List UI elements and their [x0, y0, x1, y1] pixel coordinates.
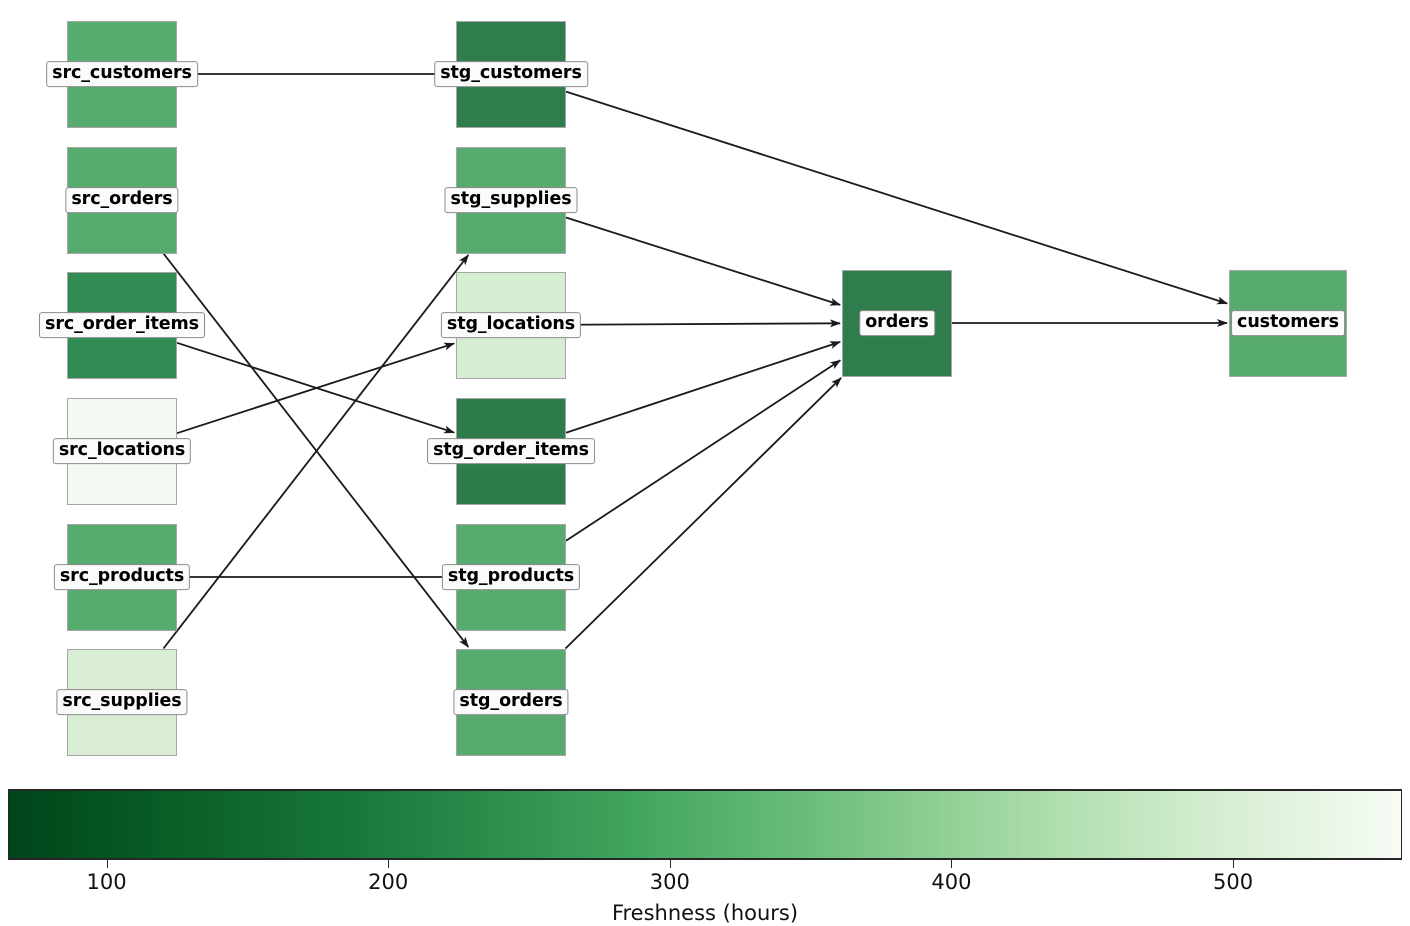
- edge-stg_orders-to-orders: [564, 377, 842, 650]
- colorbar-tick-200: [388, 860, 390, 868]
- node-label-stg_supplies: stg_supplies: [444, 187, 578, 213]
- colorbar-gradient: [8, 789, 1402, 860]
- node-label-stg_order_items: stg_order_items: [427, 438, 595, 464]
- edge-src_locations-to-stg_locations: [176, 342, 456, 435]
- colorbar-tick-500: [1233, 860, 1235, 868]
- edge-stg_supplies-to-orders: [565, 216, 842, 306]
- edge-stg_order_items-to-orders: [565, 341, 842, 434]
- edge-group: [162, 73, 1229, 650]
- edge-stg_customers-to-customers: [565, 90, 1229, 305]
- colorbar-tick-label-500: 500: [1212, 870, 1254, 894]
- colorbar-axis-label: Freshness (hours): [611, 901, 799, 925]
- colorbar-tick-label-200: 200: [368, 870, 409, 894]
- colorbar-tick-label-100: 100: [86, 870, 127, 894]
- colorbar-tick-label-400: 400: [931, 870, 972, 894]
- node-label-src_order_items: src_order_items: [39, 312, 205, 338]
- node-label-customers: customers: [1231, 310, 1345, 336]
- node-label-src_supplies: src_supplies: [56, 689, 188, 715]
- node-label-src_products: src_products: [53, 564, 191, 590]
- node-label-orders: orders: [859, 310, 935, 336]
- node-label-src_orders: src_orders: [65, 187, 179, 213]
- node-label-stg_customers: stg_customers: [434, 61, 588, 87]
- node-label-src_customers: src_customers: [46, 61, 198, 87]
- colorbar-tick-400: [951, 860, 953, 868]
- colorbar: 100 200 300 400 500 Freshness (hours): [8, 789, 1402, 925]
- node-label-stg_orders: stg_orders: [453, 689, 569, 715]
- colorbar-tick-100: [106, 860, 108, 868]
- node-label-src_locations: src_locations: [52, 438, 192, 464]
- node-label-stg_products: stg_products: [441, 564, 581, 590]
- edge-src_supplies-to-stg_supplies: [162, 254, 470, 650]
- node-label-stg_locations: stg_locations: [440, 312, 582, 338]
- colorbar-tick-label-300: 300: [649, 870, 690, 894]
- edge-stg_locations-to-orders: [565, 319, 841, 328]
- colorbar-tick-300: [669, 860, 671, 868]
- edge-src_orders-to-stg_orders: [162, 252, 470, 648]
- edge-stg_products-to-orders: [565, 359, 842, 542]
